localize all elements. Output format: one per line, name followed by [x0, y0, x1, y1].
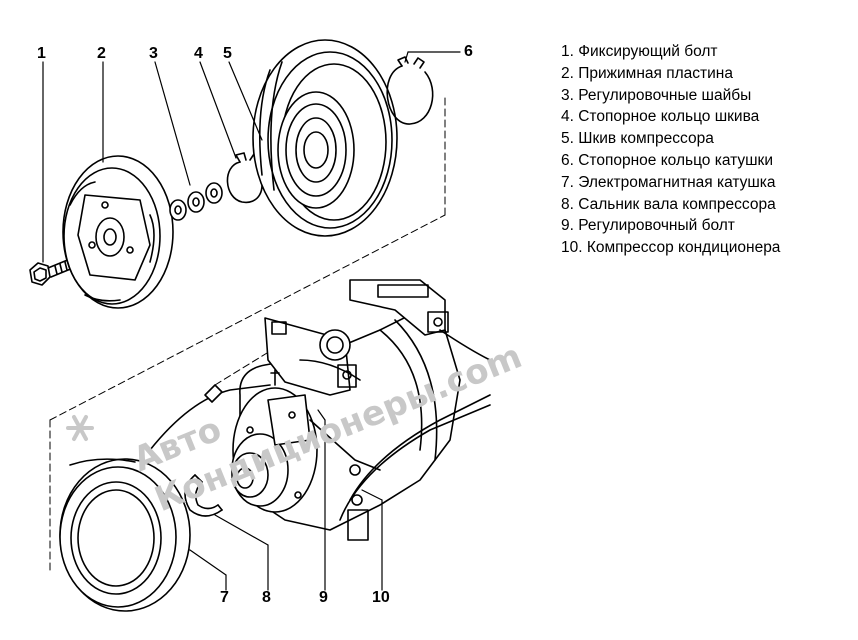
- legend-item: 9. Регулировочный болт: [561, 217, 735, 235]
- callout-3: 3: [149, 45, 158, 62]
- legend-item: 6. Стопорное кольцо катушки: [561, 151, 773, 169]
- legend-item: 7. Электромагнитная катушка: [561, 173, 776, 191]
- part-pressure-plate: [62, 155, 174, 309]
- callout-8: 8: [262, 589, 271, 606]
- part-compressor-body: [149, 279, 491, 541]
- part-compressor-pulley: [252, 39, 398, 237]
- legend-item: 4. Стопорное кольцо шкива: [561, 108, 760, 126]
- legend-item: 2. Прижимная пластина: [561, 64, 733, 82]
- callout-4: 4: [194, 45, 203, 62]
- part-shaft-seal: [184, 474, 223, 517]
- legend-item: 5. Шкив компрессора: [561, 130, 714, 148]
- callout-9: 9: [319, 589, 328, 606]
- part-shims: [169, 182, 223, 221]
- part-electromagnetic-coil: [59, 458, 191, 612]
- legend-item: 3. Регулировочные шайбы: [561, 86, 752, 104]
- parts-legend: 1. Фиксирующий болт 2. Прижимная пластин…: [561, 41, 780, 259]
- legend-item: 8. Сальник вала компрессора: [561, 195, 776, 213]
- part-coil-circlip: [386, 56, 434, 125]
- legend-item: 1. Фиксирующий болт: [561, 43, 718, 60]
- callout-10: 10: [372, 589, 390, 606]
- callout-1: 1: [37, 45, 46, 62]
- callout-5: 5: [223, 45, 232, 62]
- leader-lines: [42, 51, 461, 591]
- callout-6: 6: [464, 43, 473, 60]
- legend-item: 10. Компрессор кондиционера: [561, 239, 781, 257]
- callout-7: 7: [220, 589, 229, 606]
- part-fixing-bolt: [29, 258, 74, 286]
- assembly-dashed-lines: [49, 94, 446, 571]
- callout-2: 2: [97, 45, 106, 62]
